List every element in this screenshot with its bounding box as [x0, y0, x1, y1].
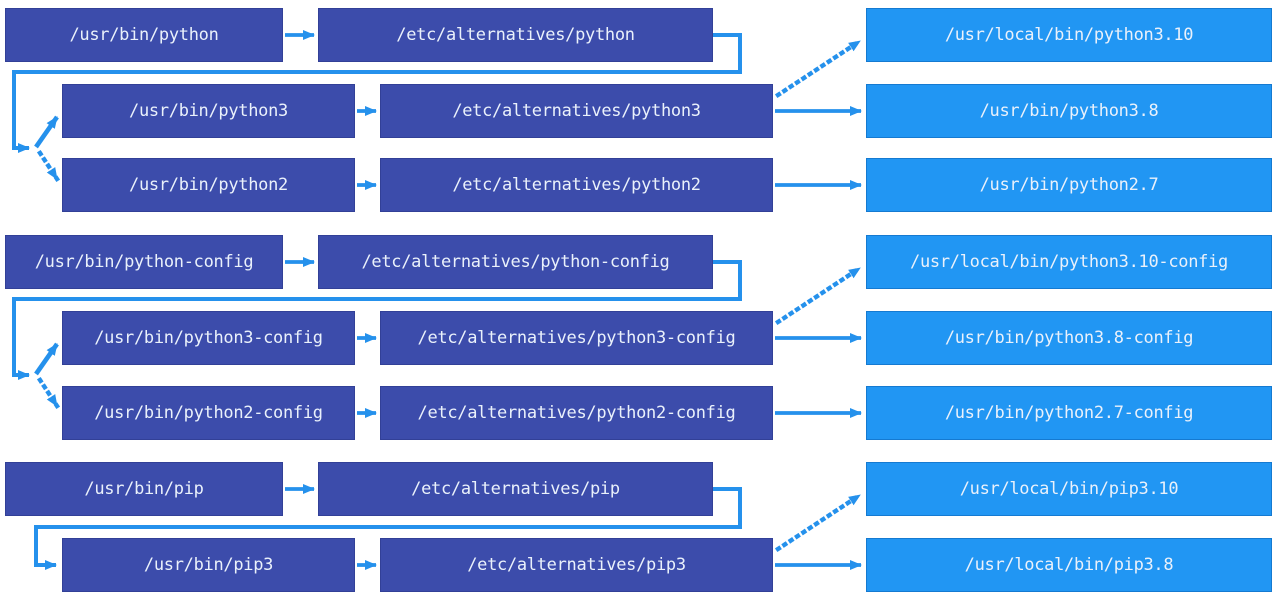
node-alternative: /etc/alternatives/python-config [318, 235, 713, 289]
node-target: /usr/local/bin/pip3.8 [866, 538, 1272, 592]
node-target: /usr/bin/python3.8-config [866, 311, 1272, 365]
node-symlink: /usr/bin/pip [5, 462, 283, 516]
node-target: /usr/local/bin/python3.10-config [866, 235, 1272, 289]
connector-python-fork-dotted [36, 149, 61, 183]
node-target: /usr/local/bin/python3.10 [866, 8, 1272, 62]
connector-python3-target-dotted [774, 37, 864, 99]
connector-pip3-target-dotted [774, 491, 864, 553]
node-symlink: /usr/bin/python3-config [62, 311, 355, 365]
node-alternative: /etc/alternatives/python3 [380, 84, 773, 138]
connector-python-fork-solid [34, 115, 59, 149]
node-alternative: /etc/alternatives/python [318, 8, 713, 62]
node-symlink: /usr/bin/pip3 [62, 538, 355, 592]
node-target: /usr/bin/python2.7 [866, 158, 1272, 212]
node-symlink: /usr/bin/python-config [5, 235, 283, 289]
node-alternative: /etc/alternatives/python3-config [380, 311, 773, 365]
node-symlink: /usr/bin/python2 [62, 158, 355, 212]
node-alternative: /etc/alternatives/python2-config [380, 386, 773, 440]
node-symlink: /usr/bin/python [5, 8, 283, 62]
node-target: /usr/bin/python3.8 [866, 84, 1272, 138]
node-target: /usr/bin/python2.7-config [866, 386, 1272, 440]
node-symlink: /usr/bin/python3 [62, 84, 355, 138]
node-alternative: /etc/alternatives/pip [318, 462, 713, 516]
connector-pyconfig-fork-solid [34, 342, 59, 376]
node-alternative: /etc/alternatives/python2 [380, 158, 773, 212]
node-target: /usr/local/bin/pip3.10 [866, 462, 1272, 516]
node-symlink: /usr/bin/python2-config [62, 386, 355, 440]
node-alternative: /etc/alternatives/pip3 [380, 538, 773, 592]
connector-py3config-target-dotted [774, 264, 864, 326]
connector-pyconfig-fork-dotted [36, 376, 61, 410]
